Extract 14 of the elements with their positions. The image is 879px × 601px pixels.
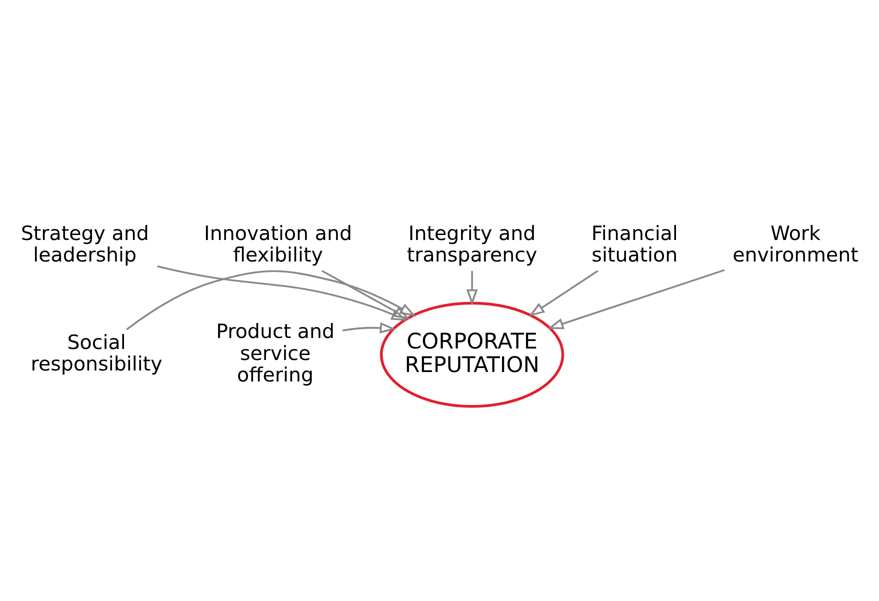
node-text: Product and service offering	[216, 320, 335, 386]
arrow	[126, 270, 416, 330]
node-text: Integrity and transparency	[406, 222, 538, 266]
node-text: Work environment	[732, 222, 858, 266]
node-text: Strategy and leadership	[20, 222, 149, 266]
arrow	[322, 270, 410, 320]
arrow	[466, 270, 478, 306]
arrow	[342, 322, 396, 334]
node-text: Social responsibility	[30, 331, 162, 376]
arrow	[528, 270, 598, 317]
arrow	[547, 269, 725, 330]
node-text: Innovation and flexibility	[204, 222, 352, 266]
arrow	[157, 265, 408, 321]
node-text: Financial situation	[591, 222, 678, 266]
